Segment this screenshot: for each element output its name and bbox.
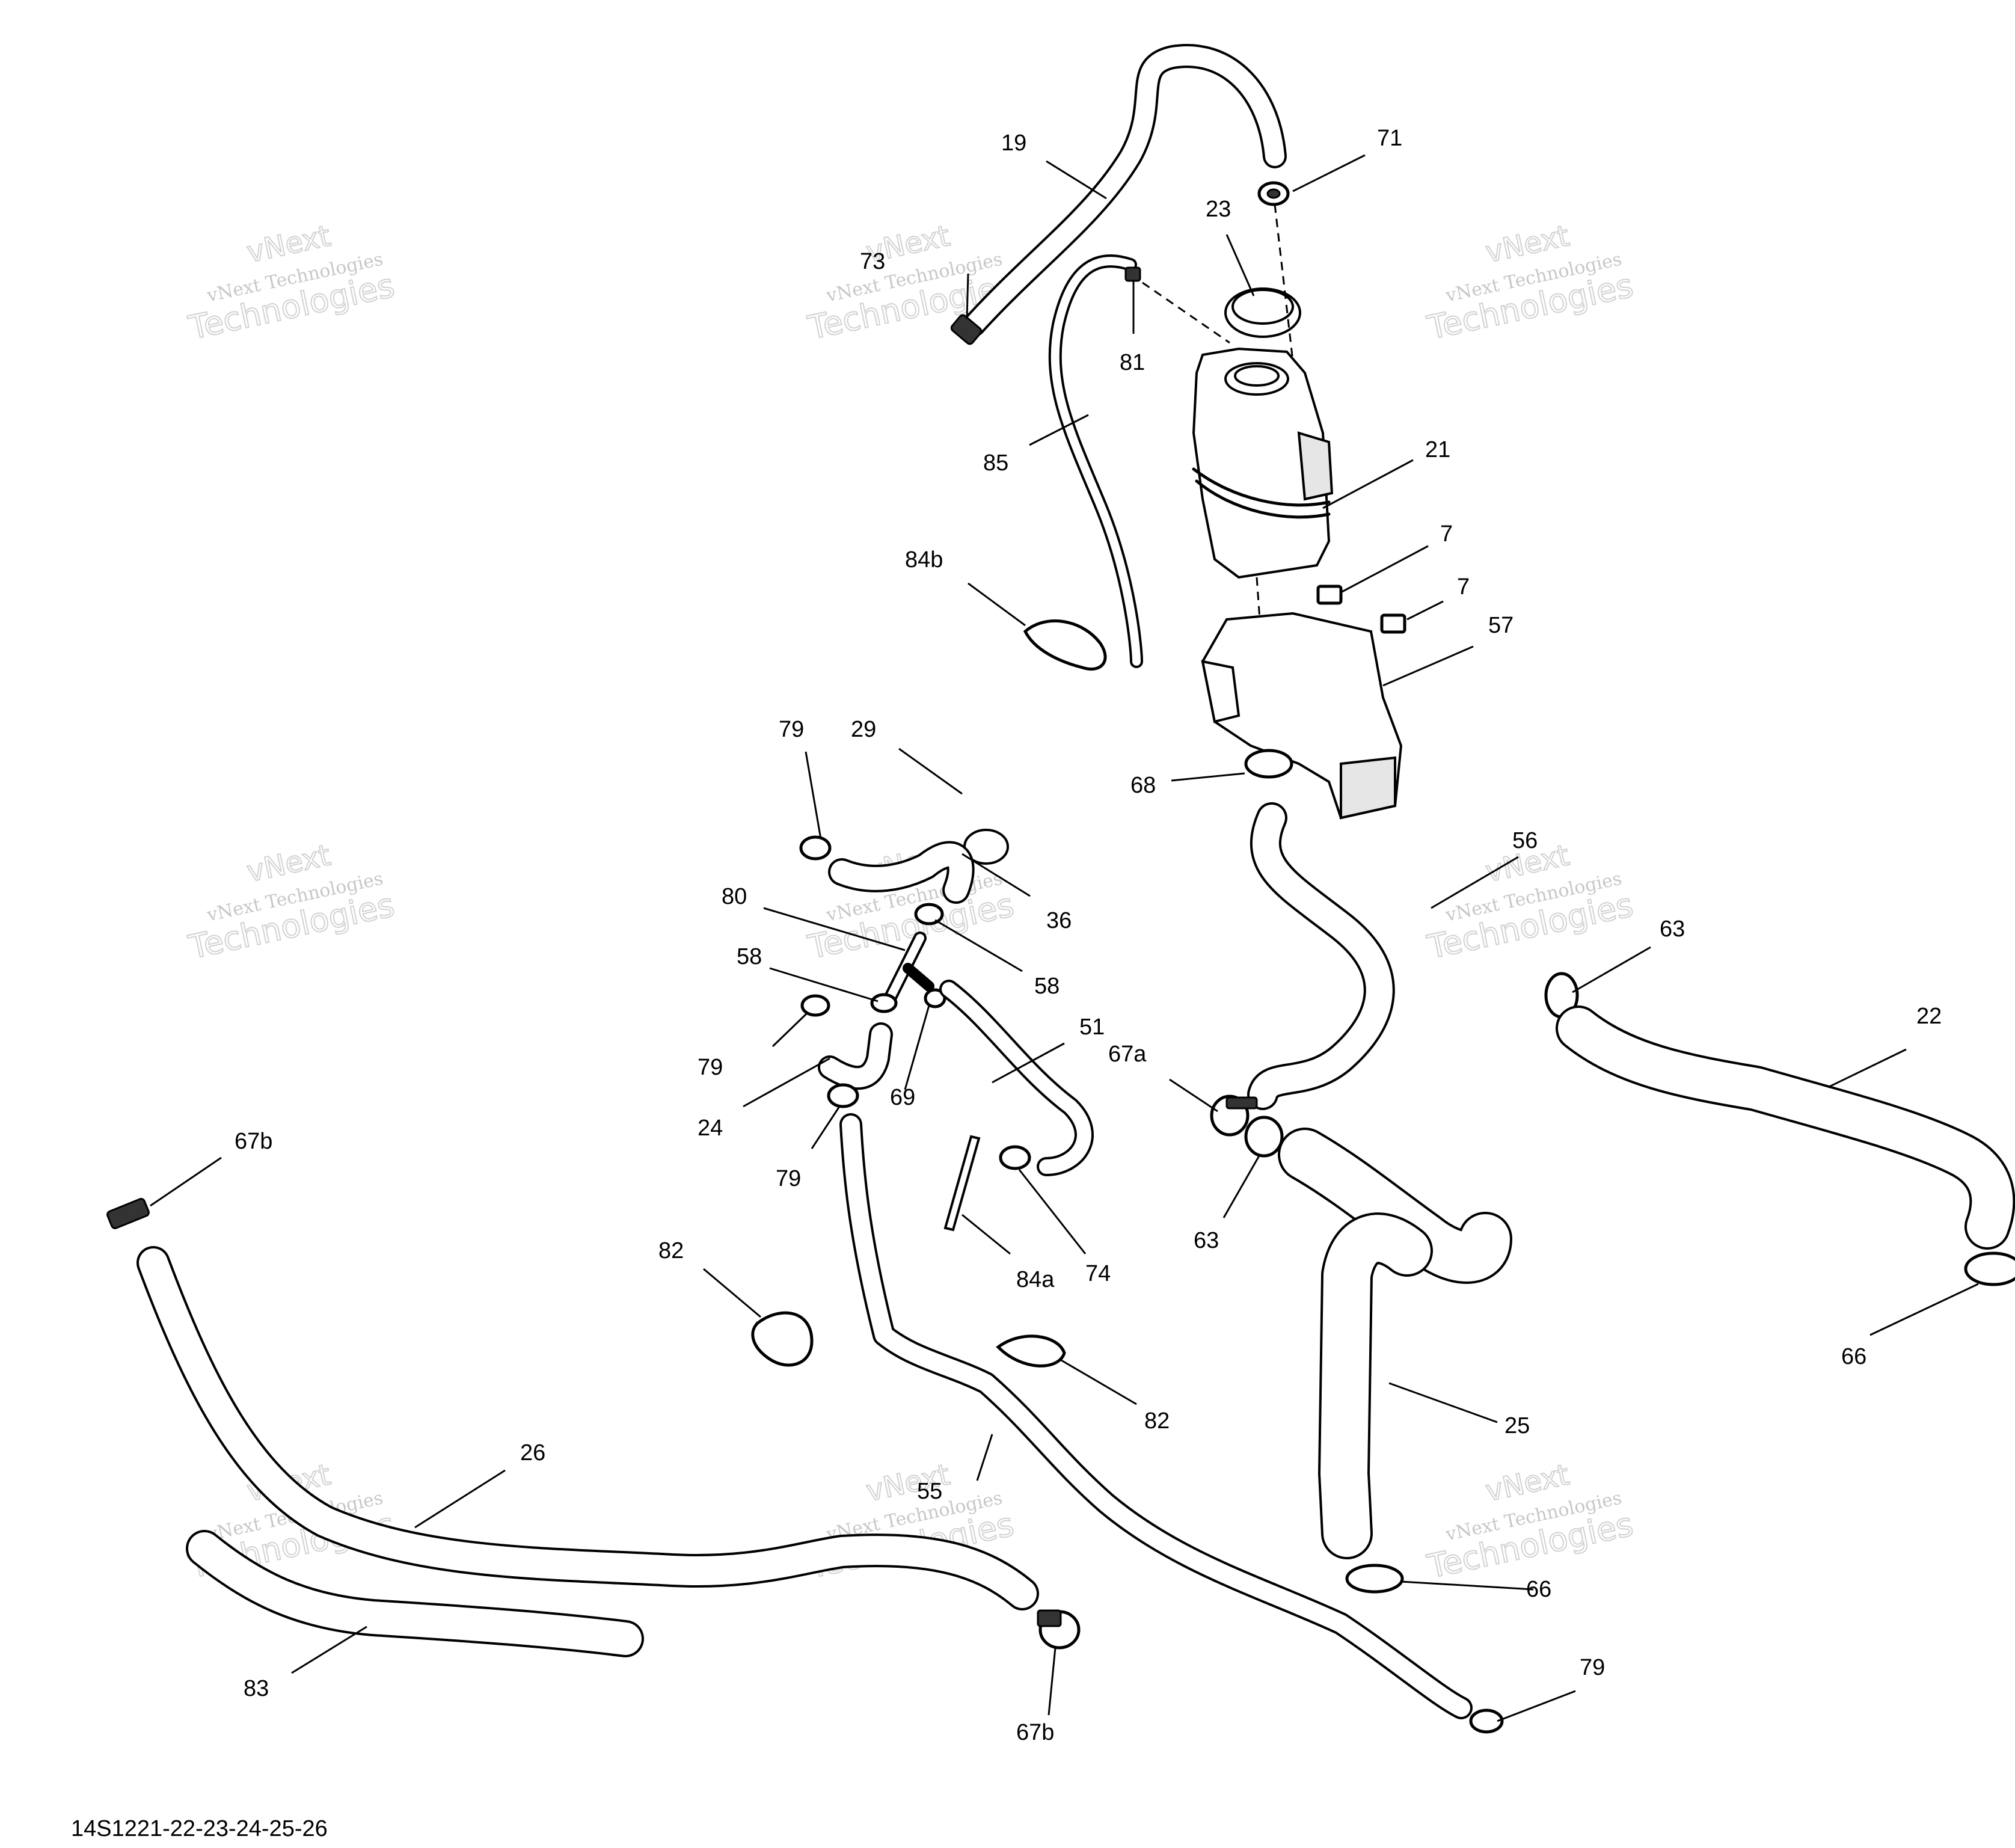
part-67a-clamp — [1210, 1094, 1258, 1137]
assembly-line — [1142, 281, 1230, 344]
part-26-hose — [136, 1246, 1039, 1610]
callout-29: 29 — [851, 717, 876, 742]
part-24-elbow — [818, 1022, 893, 1090]
part-67b-clamp-bottom — [1037, 1609, 1081, 1650]
callout-84b: 84b — [905, 547, 943, 573]
callout-labels: 19 71 23 73 81 85 21 7 7 84b 57 79 29 68… — [235, 126, 1942, 1745]
callout-22: 22 — [1916, 1004, 1942, 1029]
part-7-nut-b — [1380, 613, 1406, 634]
part-55-hose — [839, 1113, 1473, 1719]
part-23-cap — [1224, 287, 1301, 338]
part-63-clamp-b — [1244, 1116, 1284, 1158]
part-66-clamp-b — [1345, 1564, 1404, 1594]
part-51-hose — [939, 980, 1094, 1176]
callout-85: 85 — [983, 450, 1008, 476]
part-71-clamp — [1257, 181, 1290, 206]
watermarks: vNext vNext Technologies Technologies vN… — [185, 218, 1637, 1586]
part-7-nut-a — [1316, 585, 1343, 605]
callout-84a: 84a — [1016, 1267, 1055, 1292]
part-66-clamp-a — [1964, 1251, 2015, 1286]
part-79-clamp-c — [827, 1083, 859, 1108]
callout-21: 21 — [1425, 437, 1450, 462]
callout-66: 66 — [1841, 1344, 1866, 1369]
callout-83: 83 — [244, 1676, 269, 1701]
callout-81: 81 — [1120, 350, 1145, 375]
callout-79: 79 — [1580, 1655, 1605, 1680]
callout-24: 24 — [698, 1116, 723, 1141]
part-56-hose — [1247, 802, 1395, 1110]
part-19-overflow-hose — [962, 44, 1287, 337]
part-73-fitting — [950, 314, 983, 345]
leader-lines — [150, 154, 1979, 1722]
callout-26: 26 — [520, 1440, 545, 1466]
callout-36: 36 — [1046, 908, 1072, 933]
callout-79: 79 — [698, 1055, 723, 1080]
part-22-hose — [1556, 1005, 2015, 1250]
callout-56: 56 — [1512, 828, 1538, 853]
callout-82: 82 — [658, 1238, 684, 1263]
part-69-clamp — [924, 988, 946, 1008]
part-84b-clamp — [1023, 619, 1107, 671]
part-82-clamp-b — [996, 1334, 1066, 1368]
callout-7: 7 — [1457, 574, 1470, 600]
callout-25: 25 — [1504, 1413, 1530, 1438]
callout-7: 7 — [1440, 521, 1453, 547]
callout-69: 69 — [890, 1085, 915, 1110]
part-36-pipe — [828, 841, 975, 904]
part-74-clamp — [999, 1145, 1031, 1170]
part-57-bracket — [1201, 612, 1403, 820]
callout-58: 58 — [737, 944, 762, 969]
document-id: 14S1221-22-23-24-25-26 — [71, 1816, 328, 1841]
callout-51: 51 — [1079, 1015, 1105, 1040]
callout-63: 63 — [1194, 1228, 1219, 1253]
callout-66: 66 — [1526, 1577, 1551, 1602]
callout-67b: 67b — [235, 1129, 272, 1154]
part-67b-clamp-left — [106, 1198, 150, 1229]
part-82-clamp-a — [751, 1311, 814, 1367]
part-83-hose — [186, 1530, 644, 1657]
part-58-clamp-b — [914, 903, 944, 926]
callout-74: 74 — [1085, 1261, 1111, 1286]
assembly-line — [1274, 204, 1294, 361]
callout-80: 80 — [722, 884, 747, 909]
callout-79: 79 — [776, 1166, 801, 1191]
callout-63: 63 — [1660, 916, 1685, 942]
callout-79: 79 — [779, 717, 804, 742]
callout-67a: 67a — [1108, 1042, 1147, 1067]
part-58-clamp-a — [870, 993, 898, 1013]
part-79-clamp-d — [1469, 1708, 1504, 1734]
part-84a-strap — [943, 1135, 981, 1232]
callout-82: 82 — [1144, 1408, 1170, 1434]
callout-68: 68 — [1130, 773, 1156, 798]
part-81-clamp — [1124, 266, 1141, 282]
part-79-clamp-a — [799, 835, 832, 861]
callout-58: 58 — [1034, 974, 1060, 999]
part-85-vent-hose — [1048, 254, 1143, 668]
callout-55: 55 — [917, 1479, 942, 1504]
callout-57: 57 — [1488, 613, 1514, 638]
callout-23: 23 — [1206, 197, 1231, 222]
part-21-reservoir — [1192, 347, 1334, 579]
callout-71: 71 — [1377, 126, 1402, 151]
callout-73: 73 — [860, 249, 885, 274]
callout-67b: 67b — [1016, 1720, 1054, 1745]
callout-19: 19 — [1001, 130, 1026, 156]
part-25-pipe — [1278, 1128, 1512, 1559]
part-68-clamp — [1244, 749, 1293, 779]
part-79-clamp-b — [800, 994, 830, 1017]
part-80-tee — [883, 932, 934, 1005]
